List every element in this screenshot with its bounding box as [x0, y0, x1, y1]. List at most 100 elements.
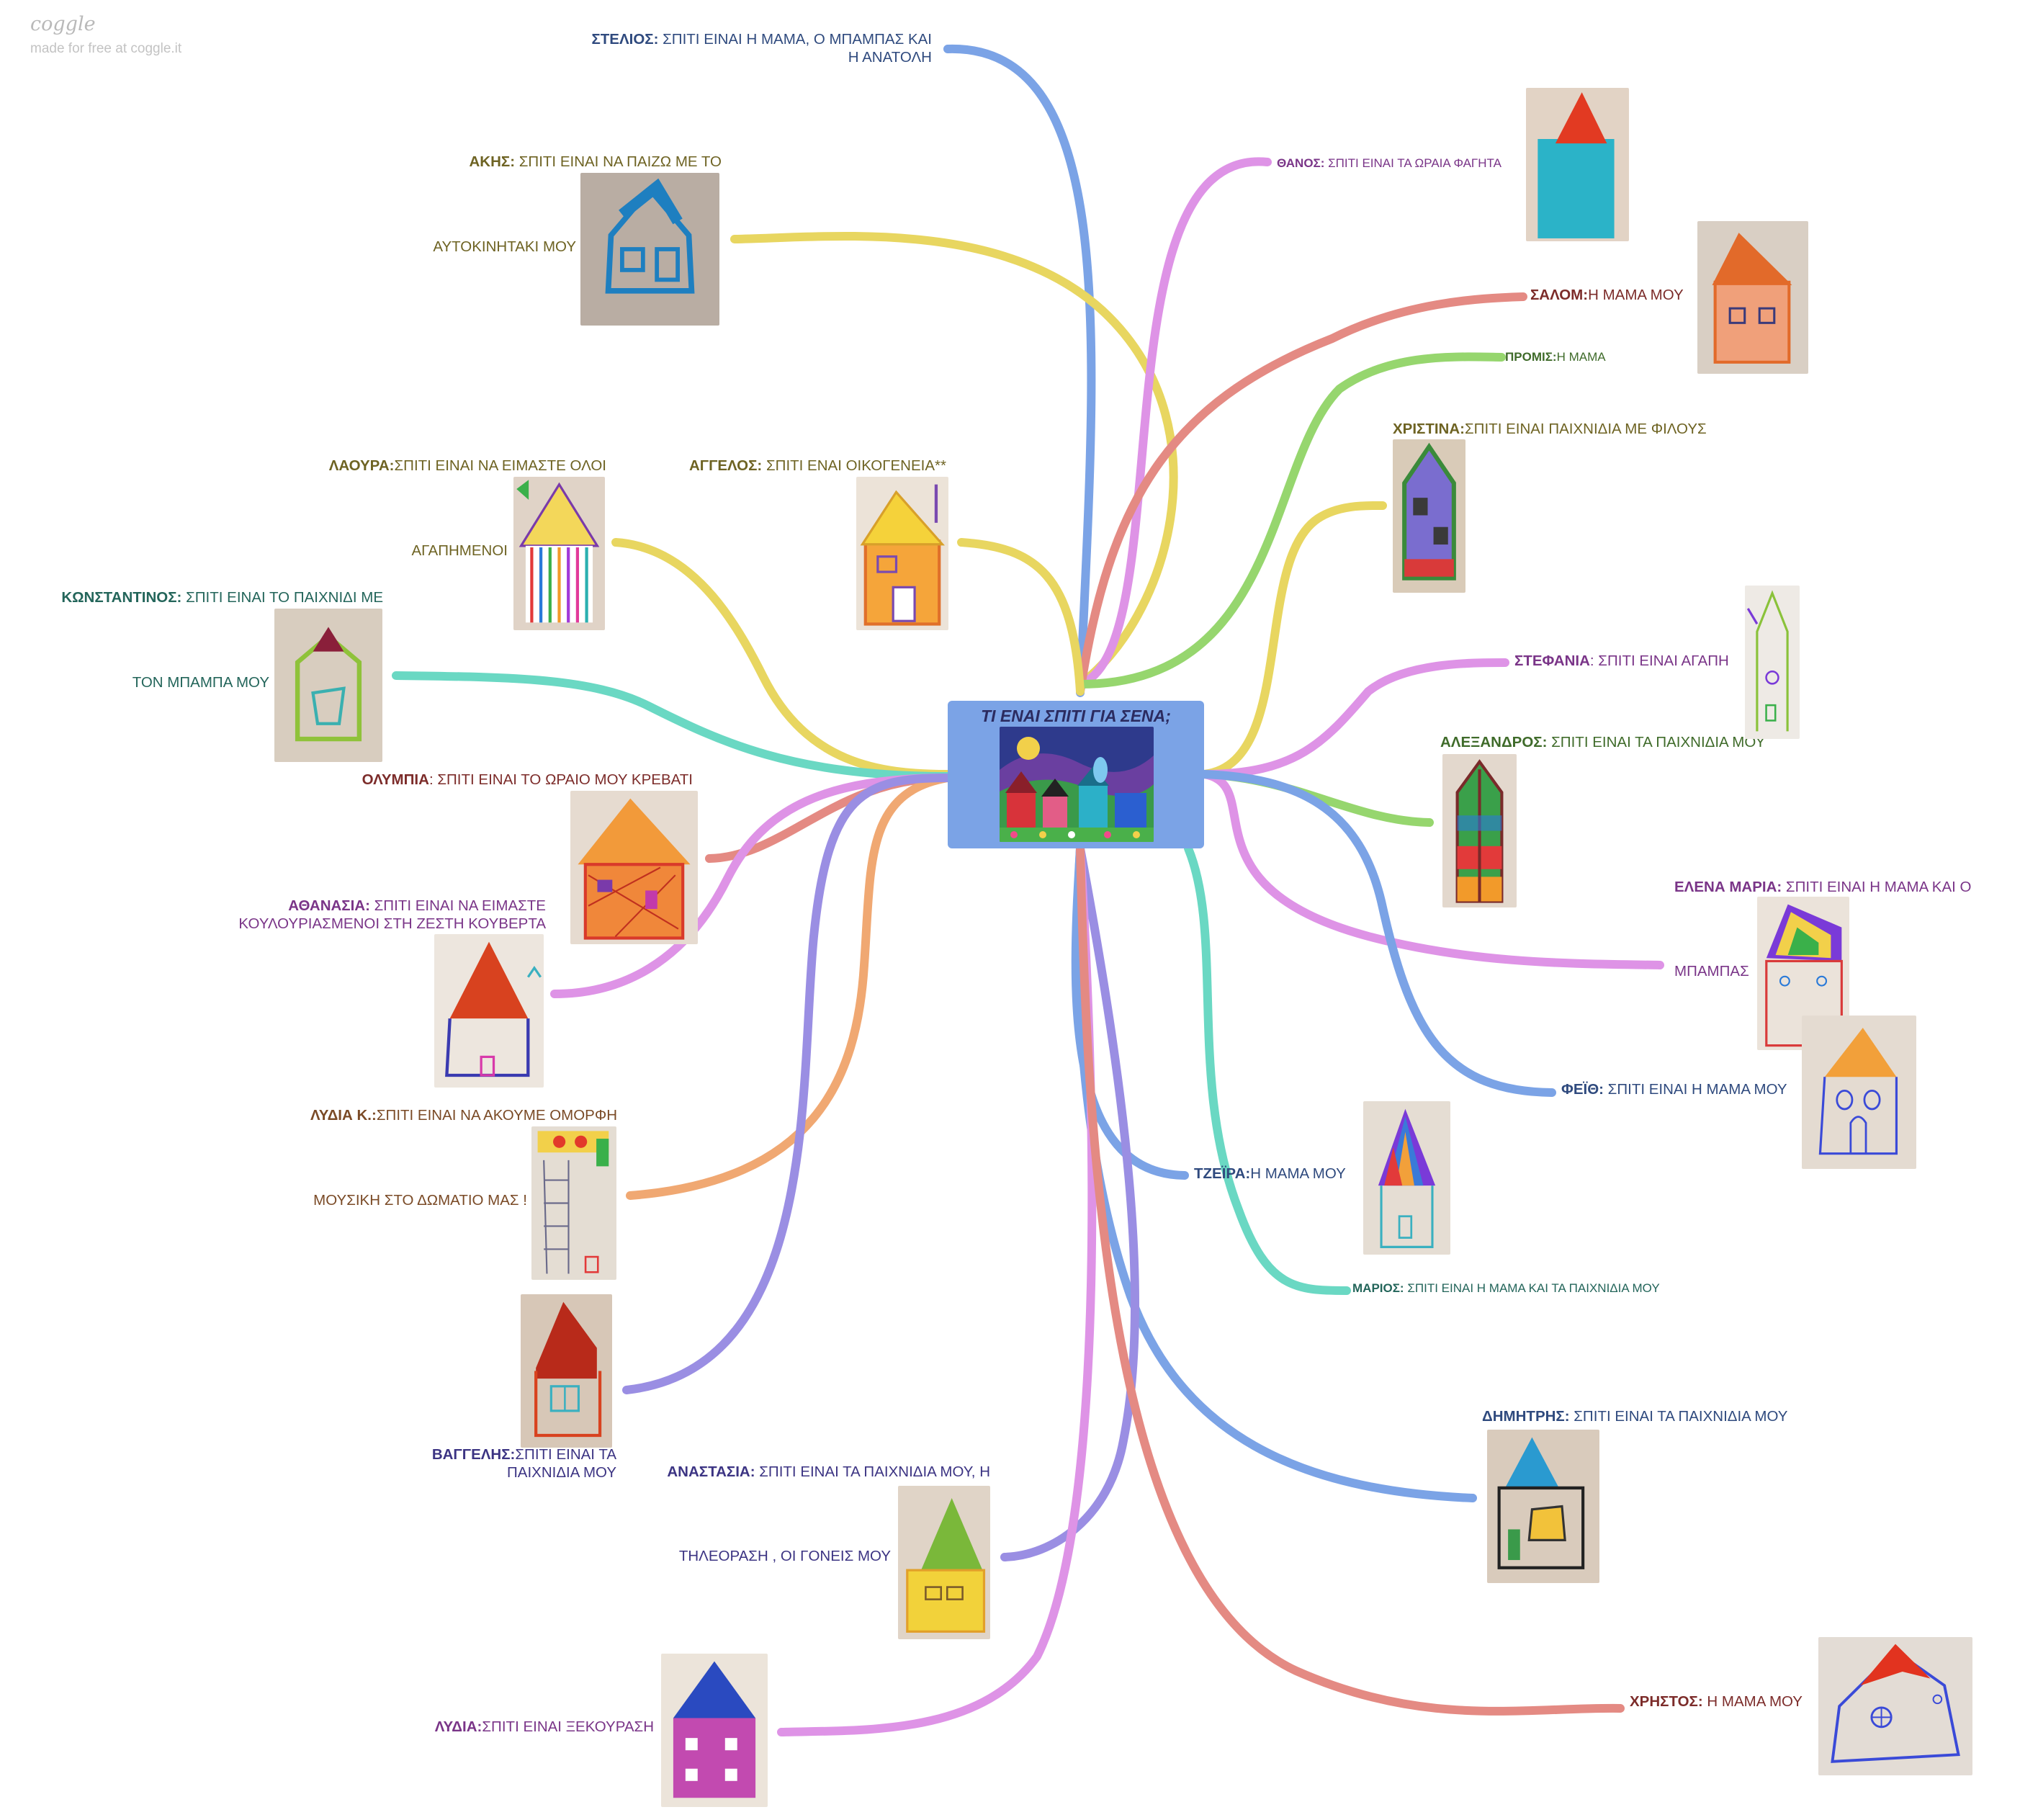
branch-olympia[interactable]: ΟΛΥΜΠΙΑ: ΣΠΙΤΙ ΕΙΝΑΙ ΤΟ ΩΡΑΙΟ ΜΟΥ ΚΡΕΒΑΤ… [362, 771, 693, 789]
branch-line-akis [730, 231, 1178, 689]
branch-stefania[interactable]: ΣΤΕΦΑΝΙΑ: ΣΠΙΤΙ ΕΙΝΑΙ ΑΓΑΠΗ [1514, 652, 1729, 670]
branch-name: ΑΓΓΕΛΟΣ: [688, 457, 763, 474]
branch-anastasia-line2[interactable]: ΤΗΛΕΟΡΑΣΗ , ΟΙ ΓΟΝΕΙΣ ΜΟΥ [679, 1547, 891, 1565]
drawing-salom-image [1697, 221, 1808, 374]
branch-name: ΑΘΑΝΑΣΙΑ: [288, 897, 370, 914]
branch-thanos[interactable]: ΘΑΝΟΣ: ΣΠΙΤΙ ΕΙΝΑΙ ΤΑ ΩΡΑΙΑ ΦΑΓΗΤΑ [1277, 154, 1501, 172]
drawing-lydiak-image [531, 1126, 616, 1280]
branch-name: ΧΡΗΣΤΟΣ: [1630, 1693, 1703, 1710]
branch-lydiak-line2[interactable]: ΜΟΥΣΙΚΗ ΣΤΟ ΔΩΜΑΤΙΟ ΜΑΣ ! [313, 1191, 527, 1209]
branch-konstantinos-line2[interactable]: ΤΟΝ ΜΠΑΜΠΑ ΜΟΥ [133, 673, 269, 691]
branch-text: ΣΠΙΤΙ ΕΙΝΑΙ ΤΑ ΩΡΑΙΑ ΦΑΓΗΤΑ [1324, 156, 1502, 170]
branch-text: ΣΠΙΤΙ ΕΙΝΑΙ ΤΑ ΠΑΙΧΝΙΔΙΑ ΜΟΥ, Η [755, 1463, 990, 1480]
branch-salom[interactable]: ΣΑΛΟΜ:Η ΜΑΜΑ ΜΟΥ [1530, 286, 1684, 304]
branch-text: Η ΜΑΜΑ ΜΟΥ [1588, 287, 1684, 303]
drawing-vaggelis-image [521, 1294, 612, 1448]
branch-text: ΣΠΙΤΙ ΕΙΝΑΙ Η ΜΑΜΑ ΚΑΙ ΤΑ ΠΑΙΧΝΙΔΙΑ ΜΟΥ [1404, 1281, 1660, 1295]
branch-text-line2: Η ΑΝΑΤΟΛΗ [848, 49, 932, 66]
branch-promis[interactable]: ΠΡΟΜΙΣ:Η ΜΑΜΑ [1505, 348, 1606, 366]
brand-subtitle: made for free at coggle.it [30, 41, 182, 56]
branch-akis[interactable]: ΑΚΗΣ: ΣΠΙΤΙ ΕΙΝΑΙ ΝΑ ΠΑΙΖΩ ΜΕ ΤΟ [470, 153, 722, 171]
branch-name: ΟΛΥΜΠΙΑ [362, 771, 429, 788]
drawing-christos-image [1818, 1637, 1972, 1775]
branch-name: ΠΡΟΜΙΣ: [1505, 350, 1557, 364]
branch-text-line2: ΠΑΙΧΝΙΔΙΑ ΜΟΥ [506, 1464, 616, 1481]
branch-text: ΣΠΙΤΙ ΕΙΝΑΙ ΝΑ ΕΙΜΑΣΤΕ [369, 897, 546, 914]
branch-line-christina [1200, 501, 1387, 779]
branch-christina[interactable]: ΧΡΙΣΤΙΝΑ:ΣΠΙΤΙ ΕΙΝΑΙ ΠΑΙΧΝΙΔΙΑ ΜΕ ΦΙΛΟΥΣ [1393, 420, 1707, 438]
branch-angelos[interactable]: ΑΓΓΕΛΟΣ: ΣΠΙΤΙ ΕΝΑΙ ΟΙΚΟΓΕΝΕΙΑ** [689, 457, 946, 475]
branch-line-angelos [957, 538, 1085, 696]
branch-name: ΕΛΕΝΑ ΜΑΡΙΑ: [1674, 879, 1782, 895]
branch-name: ΑΛΕΞΑΝΔΡΟΣ: [1440, 734, 1548, 750]
branch-text-line2: ΜΟΥΣΙΚΗ ΣΤΟ ΔΩΜΑΤΙΟ ΜΑΣ ! [313, 1192, 527, 1209]
branch-name: ΣΤΕΦΑΝΙΑ [1514, 653, 1590, 669]
branch-text: ΣΠΙΤΙ ΕΙΝΑΙ ΤΑ ΠΑΙΧΝΙΔΙΑ ΜΟΥ [1547, 734, 1766, 750]
branch-elena[interactable]: ΕΛΕΝΑ ΜΑΡΙΑ: ΣΠΙΤΙ ΕΙΝΑΙ Η ΜΑΜΑ ΚΑΙ Ο [1674, 878, 1972, 896]
branch-line-marios [1184, 844, 1351, 1295]
branch-line-vaggelis [622, 774, 952, 1394]
branch-line-athanasia [550, 774, 952, 998]
branch-feio[interactable]: ΦΕΪΘ: ΣΠΙΤΙ ΕΙΝΑΙ Η ΜΑΜΑ ΜΟΥ [1561, 1080, 1787, 1098]
branch-name: ΛΑΟΥΡΑ: [328, 457, 395, 474]
branch-text: ΣΠΙΤΙ ΕΙΝΑΙ ΤΟ ΠΑΙΧΝΙΔΙ ΜΕ [181, 589, 383, 606]
branch-marios[interactable]: ΜΑΡΙΟΣ: ΣΠΙΤΙ ΕΙΝΑΙ Η ΜΑΜΑ ΚΑΙ ΤΑ ΠΑΙΧΝΙ… [1352, 1279, 1660, 1297]
branch-konstantinos[interactable]: ΚΩΝΣΤΑΝΤΙΝΟΣ: ΣΠΙΤΙ ΕΙΝΑΙ ΤΟ ΠΑΙΧΝΙΔΙ ΜΕ [61, 588, 383, 606]
branch-text-line2: ΤΟΝ ΜΠΑΜΠΑ ΜΟΥ [132, 674, 269, 691]
branch-text: ΣΠΙΤΙ ΕΙΝΑΙ ΤΑ ΠΑΙΧΝΙΔΙΑ ΜΟΥ [1569, 1408, 1788, 1425]
drawing-alexandros-image [1442, 754, 1517, 907]
branch-lydiak[interactable]: ΛΥΔΙΑ Κ.:ΣΠΙΤΙ ΕΙΝΑΙ ΝΑ ΑΚΟΥΜΕ ΟΜΟΡΦΗ [310, 1106, 617, 1124]
coggle-watermark[interactable]: coggle made for free at coggle.it [30, 13, 181, 57]
branch-name: ΚΩΝΣΤΑΝΤΙΝΟΣ: [61, 589, 182, 606]
branch-text: ΣΠΙΤΙ ΕΙΝΑΙ Η ΜΑΜΑ, Ο ΜΠΑΜΠΑΣ ΚΑΙ [658, 31, 932, 48]
branch-text: ΣΠΙΤΙ ΕΙΝΑΙ Η ΜΑΜΑ ΚΑΙ Ο [1782, 879, 1972, 895]
branch-laoura[interactable]: ΛΑΟΥΡΑ:ΣΠΙΤΙ ΕΙΝΑΙ ΝΑ ΕΙΜΑΣΤΕ ΟΛΟΙ [329, 457, 606, 475]
branch-akis-line2[interactable]: ΑΥΤΟΚΙΝΗΤΑΚΙ ΜΟΥ [433, 238, 576, 256]
root-title: ΤΙ ΕΝΑΙ ΣΠΙΤΙ ΓΙΑ ΣΕΝΑ; [981, 707, 1171, 725]
branch-lydia[interactable]: ΛΥΔΙΑ:ΣΠΙΤΙ ΕΙΝΑΙ ΞΕΚΟΥΡΑΣΗ [435, 1718, 654, 1736]
drawing-feio-image [1802, 1016, 1916, 1169]
branch-name: ΘΑΝΟΣ: [1277, 156, 1325, 170]
branch-name: ΔΗΜΗΤΡΗΣ: [1482, 1408, 1570, 1425]
branch-text: ΣΠΙΤΙ ΕΙΝΑΙ ΝΑ ΠΑΙΖΩ ΜΕ ΤΟ [515, 153, 722, 170]
drawing-tzeira-image [1363, 1101, 1450, 1255]
root-node[interactable]: ΤΙ ΕΝΑΙ ΣΠΙΤΙ ΓΙΑ ΣΕΝΑ; [948, 701, 1204, 848]
branch-text-line2: ΜΠΑΜΠΑΣ [1674, 963, 1749, 980]
branch-line-stelios [943, 44, 1096, 697]
branch-line-thanos [1076, 157, 1272, 689]
branch-alexandros[interactable]: ΑΛΕΞΑΝΔΡΟΣ: ΣΠΙΤΙ ΕΙΝΑΙ ΤΑ ΠΑΙΧΝΙΔΙΑ ΜΟΥ [1440, 733, 1765, 751]
branch-line-lydiak [626, 774, 952, 1200]
branch-tzeira[interactable]: ΤΖΕΪΡΑ:Η ΜΑΜΑ ΜΟΥ [1194, 1165, 1346, 1183]
branch-name: ΒΑΓΓΕΛΗΣ: [431, 1446, 516, 1463]
branch-line-laoura [611, 538, 952, 779]
branch-name: ΧΡΙΣΤΙΝΑ: [1393, 421, 1465, 437]
branch-anastasia[interactable]: ΑΝΑΣΤΑΣΙΑ: ΣΠΙΤΙ ΕΙΝΑΙ ΤΑ ΠΑΙΧΝΙΔΙΑ ΜΟΥ,… [667, 1463, 990, 1481]
branch-text: Η ΜΑΜΑ ΜΟΥ [1250, 1165, 1346, 1182]
branch-name: ΜΑΡΙΟΣ: [1352, 1281, 1404, 1295]
brand-name: coggle [30, 13, 96, 35]
branch-stelios[interactable]: ΣΤΕΛΙΟΣ: ΣΠΙΤΙ ΕΙΝΑΙ Η ΜΑΜΑ, Ο ΜΠΑΜΠΑΣ Κ… [591, 30, 932, 66]
branch-vaggelis[interactable]: ΒΑΓΓΕΛΗΣ:ΣΠΙΤΙ ΕΙΝΑΙ ΤΑ ΠΑΙΧΝΙΔΙΑ ΜΟΥ [432, 1445, 616, 1481]
branch-text: ΣΠΙΤΙ ΕΙΝΑΙ ΠΑΙΧΝΙΔΙΑ ΜΕ ΦΙΛΟΥΣ [1465, 421, 1707, 437]
branch-text: ΣΠΙΤΙ ΕΙΝΑΙ Η ΜΑΜΑ ΜΟΥ [1603, 1081, 1787, 1098]
branch-line-promis [1076, 352, 1506, 689]
branch-athanasia[interactable]: ΑΘΑΝΑΣΙΑ: ΣΠΙΤΙ ΕΙΝΑΙ ΝΑ ΕΙΜΑΣΤΕ ΚΟΥΛΟΥΡ… [238, 897, 546, 933]
branch-elena-line2[interactable]: ΜΠΑΜΠΑΣ [1674, 962, 1749, 980]
branch-dimitris[interactable]: ΔΗΜΗΤΡΗΣ: ΣΠΙΤΙ ΕΙΝΑΙ ΤΑ ΠΑΙΧΝΙΔΙΑ ΜΟΥ [1482, 1407, 1787, 1425]
branch-text: ΣΠΙΤΙ ΕΙΝΑΙ ΝΑ ΕΙΜΑΣΤΕ ΟΛΟΙ [394, 457, 606, 474]
drawing-stefania-image [1745, 586, 1800, 739]
branch-line-feio [1200, 770, 1556, 1097]
branch-line-konstantinos [392, 671, 952, 781]
drawing-thanos-image [1526, 88, 1629, 241]
branch-laoura-line2[interactable]: ΑΓΑΠΗΜΕΝΟΙ [411, 542, 508, 560]
drawing-angelos-image [856, 477, 948, 630]
drawing-konstantinos-image [274, 609, 382, 762]
branch-name: ΛΥΔΙΑ: [434, 1718, 482, 1735]
branch-text: ΣΠΙΤΙ ΕΝΑΙ ΟΙΚΟΓΕΝΕΙΑ** [762, 457, 946, 474]
drawing-akis-image [580, 173, 719, 326]
branch-name: ΦΕΪΘ: [1561, 1081, 1604, 1098]
branch-text: : ΣΠΙΤΙ ΕΙΝΑΙ ΤΟ ΩΡΑΙΟ ΜΟΥ ΚΡΕΒΑΤΙ [428, 771, 693, 788]
branch-christos[interactable]: ΧΡΗΣΤΟΣ: Η ΜΑΜΑ ΜΟΥ [1630, 1693, 1803, 1711]
branch-line-christos [1076, 844, 1625, 1716]
